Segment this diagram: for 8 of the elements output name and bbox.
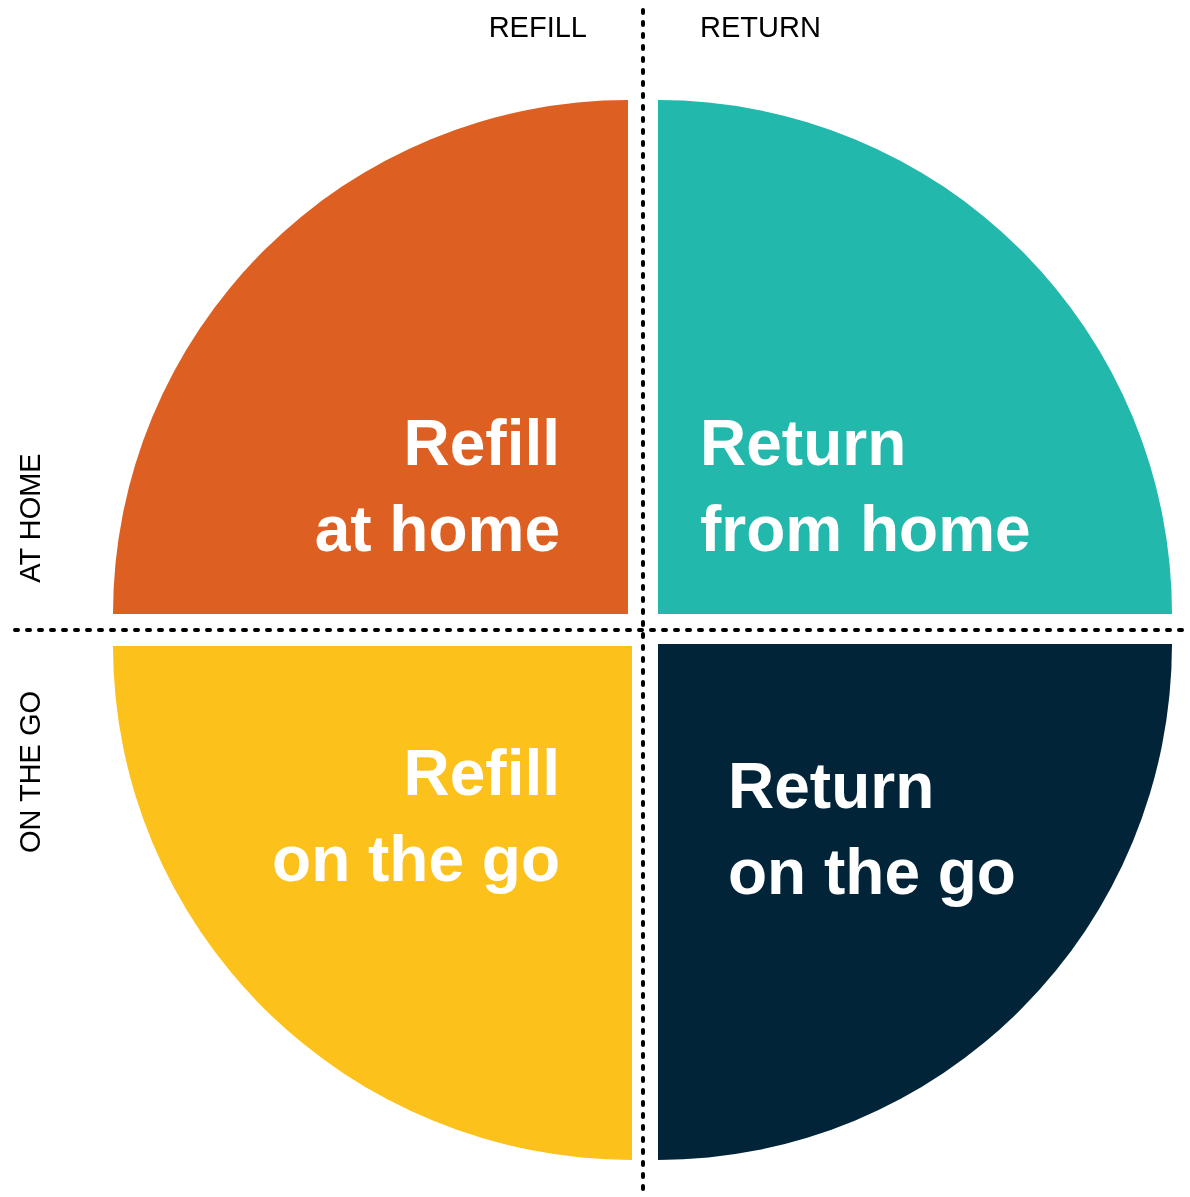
axis-label: ON THE GO [13, 690, 47, 854]
quadrant-label: Return on the go [728, 749, 1016, 910]
quadrant-label: Refill at home [314, 406, 560, 567]
quadrant-label: Refill on the go [272, 736, 560, 897]
axis-label: REFILL [488, 10, 587, 44]
axis-label: RETURN [700, 10, 821, 44]
axis-label: AT HOME [13, 453, 47, 583]
quadrant-label: Return from home [700, 406, 1031, 567]
